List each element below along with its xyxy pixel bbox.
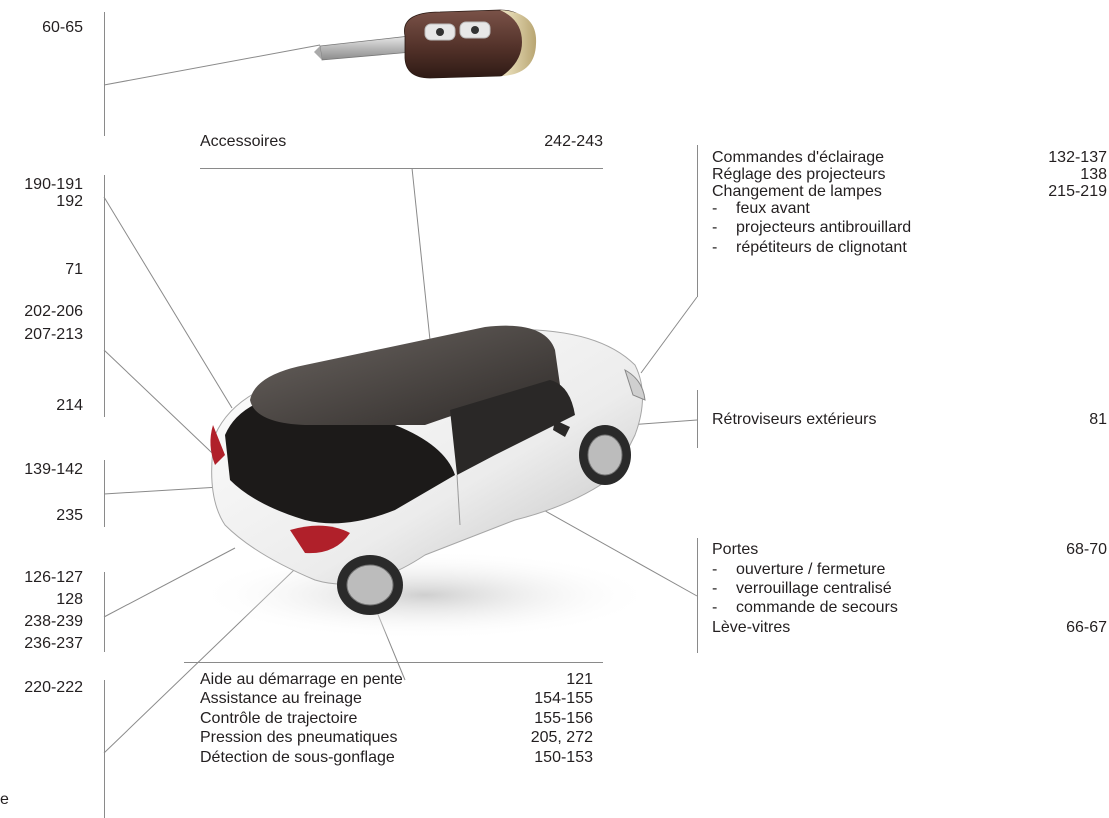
- lighting-sub-3: - répétiteurs de clignotant: [712, 240, 1107, 256]
- rule-left-3: [104, 460, 105, 527]
- left-page-7: 214: [56, 397, 83, 414]
- dash-mark: -: [712, 580, 718, 597]
- bottom-row-4: Pression des pneumatiques 205, 272: [200, 730, 593, 746]
- rule-left-4: [104, 572, 105, 652]
- bottom-row-2: Assistance au freinage 154-155: [200, 691, 593, 707]
- lighting-label-3: Changement de lampes: [712, 183, 882, 200]
- leader-lighting: [640, 296, 698, 374]
- rule-left-5: [104, 680, 105, 818]
- doors-title-label: Portes: [712, 541, 759, 558]
- left-page-9: 235: [56, 507, 83, 524]
- accessoires-rule: [200, 168, 603, 169]
- accessoires-pages: 242-243: [544, 133, 603, 150]
- bottom-pages-1: 121: [566, 671, 593, 688]
- left-page-14: 220-222: [24, 679, 83, 696]
- left-fragment: e: [0, 791, 9, 808]
- bottom-row-3: Contrôle de trajectoire 155-156: [200, 711, 593, 727]
- left-page-1: 60-65: [42, 19, 83, 36]
- lighting-sub-label-2: projecteurs antibrouillard: [736, 219, 912, 236]
- left-page-11: 128: [56, 591, 83, 608]
- bottom-pages-4: 205, 272: [530, 729, 593, 746]
- doors-last-label: Lève-vitres: [712, 619, 791, 636]
- lighting-row-1: Commandes d'éclairage 132-137: [712, 150, 1107, 166]
- left-page-8: 139-142: [24, 461, 83, 478]
- lighting-row-2: Réglage des projecteurs 138: [712, 167, 1107, 183]
- lighting-label-2: Réglage des projecteurs: [712, 166, 886, 183]
- bottom-label-5: Détection de sous-gonflage: [200, 749, 395, 766]
- left-page-3: 192: [56, 193, 83, 210]
- doors-sub-label-3: commande de secours: [736, 599, 898, 616]
- bottom-pages-5: 150-153: [534, 749, 593, 766]
- bottom-label-3: Contrôle de trajectoire: [200, 710, 358, 727]
- rule-left-2: [104, 175, 105, 417]
- lighting-row-3: Changement de lampes 215-219: [712, 184, 1107, 200]
- bottom-label-4: Pression des pneumatiques: [200, 729, 398, 746]
- dash-mark: -: [712, 219, 718, 236]
- leader-key: [103, 44, 321, 86]
- left-page-5: 202-206: [24, 303, 83, 320]
- lighting-sub-1: - feux avant: [712, 201, 1107, 217]
- doors-title-row: Portes 68-70: [712, 542, 1107, 558]
- left-page-2: 190-191: [24, 176, 83, 193]
- car-illustration: [195, 325, 655, 640]
- bottom-row-1: Aide au démarrage en pente 121: [200, 672, 593, 688]
- lighting-sub-2: - projecteurs antibrouillard: [712, 220, 1107, 236]
- accessoires-row: Accessoires 242-243: [200, 134, 603, 150]
- leader-126: [103, 547, 236, 618]
- leader-accessoires: [411, 167, 431, 341]
- leader-202: [103, 349, 231, 471]
- lighting-rule: [697, 145, 698, 297]
- lighting-sub-label-1: feux avant: [736, 200, 810, 217]
- doors-title-pages: 68-70: [1066, 541, 1107, 558]
- bottom-row-5: Détection de sous-gonflage 150-153: [200, 750, 593, 766]
- left-page-4: 71: [65, 261, 83, 278]
- lighting-pages-2: 138: [1080, 166, 1107, 183]
- lighting-pages-3: 215-219: [1048, 183, 1107, 200]
- left-page-10: 126-127: [24, 569, 83, 586]
- lighting-pages-1: 132-137: [1048, 149, 1107, 166]
- dash-mark: -: [712, 200, 718, 217]
- mirrors-pages: 81: [1089, 411, 1107, 428]
- doors-sub-2: - verrouillage centralisé: [712, 581, 1107, 597]
- bottom-box-rule: [184, 662, 603, 663]
- accessoires-label: Accessoires: [200, 133, 287, 150]
- dash-mark: -: [712, 599, 718, 616]
- lighting-label-1: Commandes d'éclairage: [712, 149, 885, 166]
- leader-190: [103, 196, 233, 409]
- doors-last-row: Lève-vitres 66-67: [712, 620, 1107, 636]
- doors-sub-3: - commande de secours: [712, 600, 1107, 616]
- mirrors-label: Rétroviseurs extérieurs: [712, 411, 877, 428]
- dash-mark: -: [712, 239, 718, 256]
- mirrors-row: Rétroviseurs extérieurs 81: [712, 412, 1107, 428]
- left-page-12: 238-239: [24, 613, 83, 630]
- doors-sub-label-2: verrouillage centralisé: [736, 580, 892, 597]
- left-page-13: 236-237: [24, 635, 83, 652]
- dash-mark: -: [712, 561, 718, 578]
- doors-last-pages: 66-67: [1066, 619, 1107, 636]
- bottom-pages-2: 154-155: [534, 690, 593, 707]
- doors-rule: [697, 538, 698, 653]
- lighting-sub-label-3: répétiteurs de clignotant: [736, 239, 907, 256]
- bottom-pages-3: 155-156: [534, 710, 593, 727]
- left-page-6: 207-213: [24, 326, 83, 343]
- mirrors-rule: [697, 390, 698, 448]
- bottom-label-2: Assistance au freinage: [200, 690, 362, 707]
- bottom-label-1: Aide au démarrage en pente: [200, 671, 403, 688]
- rule-left-1: [104, 12, 105, 136]
- doors-sub-label-1: ouverture / fermeture: [736, 561, 886, 578]
- car-key-icon: [314, 9, 537, 79]
- doors-sub-1: - ouverture / fermeture: [712, 562, 1107, 578]
